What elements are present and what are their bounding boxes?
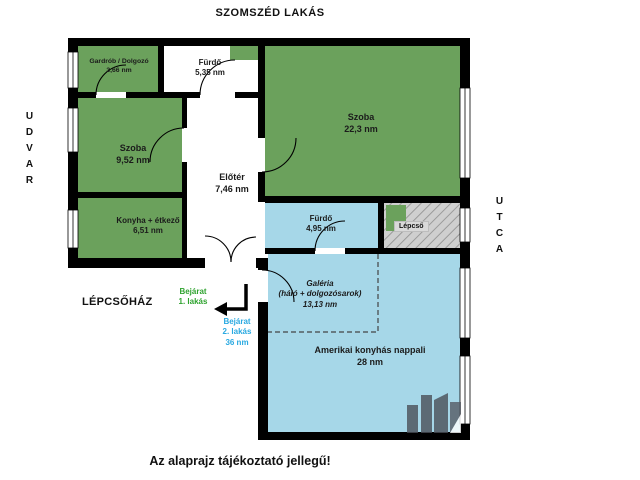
room-label-konyha: Konyha + étkező 6,51 nm [88,216,208,237]
entrance2-line1: Bejárat [223,317,251,326]
room-name: Amerikai konyhás nappali [314,345,426,355]
entrance1-line2: 1. lakás [178,297,208,307]
door-szoba-kicsi [149,127,185,163]
entrance1-line1: Bejárat [179,287,207,296]
entrance2-label: Bejárat 2. lakás 36 nm [211,317,263,348]
room-szoba-nagy-fill [265,46,460,196]
room-name: Konyha + étkező [116,216,180,225]
room-name: Fürdő [309,214,333,223]
room-name: Gardrób / Dolgozó [89,58,149,65]
room-area: 28 nm [356,356,383,367]
entrance1-label: Bejárat 1. lakás [167,287,219,308]
galeria-dashed-outline [268,254,379,333]
entrance-arrow-icon [214,284,248,316]
room-label-furdo-felso: Fürdő 5,35 nm [170,58,250,79]
room-name: Előtér [219,172,245,182]
room-label-gardrob: Gardrób / Dolgozó 3,66 nm [80,57,158,75]
room-label-szoba-nagy: Szoba 22,3 nm [300,112,422,135]
door-entrance1-right-leaf [230,236,257,263]
windows [67,51,471,425]
room-konyha-fill [78,198,182,258]
room-furdo-also-fill [265,203,378,248]
door-swings [95,59,346,303]
room-label-galeria: Galéria (háló + dolgozósarok) 13,13 nm [262,279,378,310]
shaft-block-top [230,46,258,60]
door-entrance2 [261,269,295,303]
door-entrance1-left-leaf [204,235,232,263]
room-name: Szoba [119,143,147,153]
entrance2-line3: 36 nm [225,337,249,347]
room-area: 3,66 nm [106,67,132,75]
room-subtitle: (háló + dolgozósarok) [278,289,362,299]
door-gardrob [95,64,127,96]
street-label: UTCA [494,196,505,260]
entrance2-line2: 2. lakás [222,327,252,337]
stairwell-label: LÉPCSŐHÁZ [82,296,153,308]
room-gardrob-fill [78,46,158,92]
room-label-nappali: Amerikai konyhás nappali 28 nm [300,345,440,368]
room-label-szoba-kicsi: Szoba 9,52 nm [90,143,176,166]
room-area: 9,52 nm [116,154,150,165]
courtyard-label: UDVAR [24,111,35,191]
neighbor-apartment-label: SZOMSZÉD LAKÁS [215,7,325,19]
watermark-logo [407,393,461,433]
door-furdo-also [314,220,346,252]
room-area: 22,3 nm [344,123,378,134]
room-name: Szoba [347,112,375,122]
room-name: Galéria [306,279,334,288]
room-label-lepcso: Lépcső [394,221,429,232]
room-area: 6,51 nm [133,226,163,236]
room-area: 13,13 nm [302,299,338,309]
room-area: 5,35 nm [195,68,225,78]
door-furdo-felso [199,59,236,96]
room-name: Fürdő [198,58,222,67]
room-label-furdo-also: Fürdő 4,95 nm [280,214,362,235]
room-area: 4,95 nm [306,224,336,234]
disclaimer-note: Az alaprajz tájékoztató jellegű! [149,454,331,468]
room-szoba-kicsi-fill [78,98,182,192]
room-area: 7,46 nm [215,183,249,194]
door-szoba-nagy [261,137,297,173]
room-label-eloter: Előtér 7,46 nm [195,172,269,195]
